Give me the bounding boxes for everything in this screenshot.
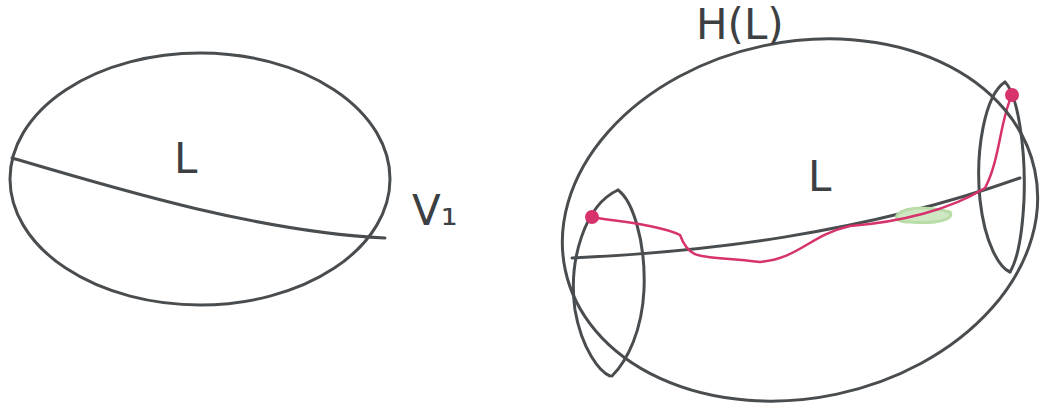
curve-label: L [808,156,831,198]
region-title: H(L) [696,4,784,46]
cross-section [612,190,644,376]
region-outline [6,48,394,310]
endpoint-dot [1005,88,1019,102]
cross-section [1005,82,1024,272]
region-border [10,53,390,305]
circle-region: L [6,48,394,310]
region-outline [556,28,1044,408]
endpoint-dot [585,210,599,224]
curve-label: L [174,138,197,180]
solid-region: H(L)L [556,28,1044,408]
curve-line [12,158,385,238]
core-line [572,178,1020,258]
space-label: V₁ [412,190,458,232]
path-curve [592,95,1012,262]
region-border [528,0,1053,415]
highlight-blob [896,208,950,222]
